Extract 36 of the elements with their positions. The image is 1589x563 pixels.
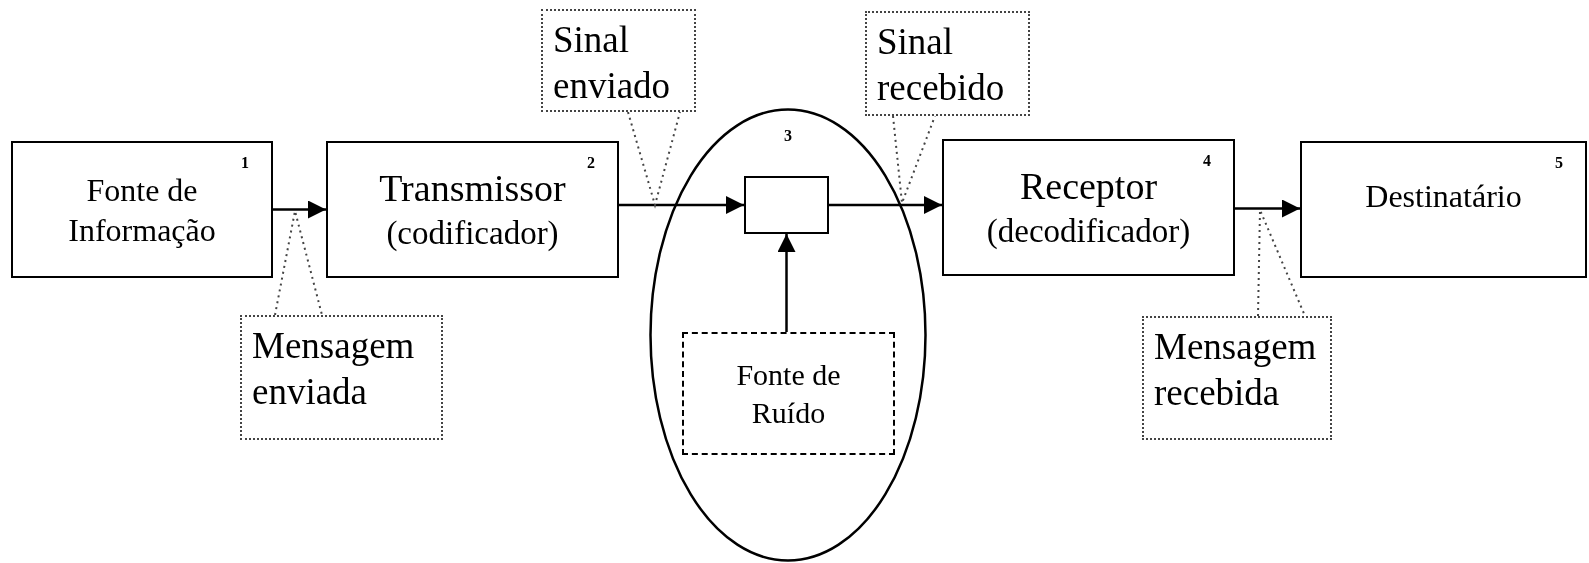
node-number: 3	[784, 128, 792, 144]
node-label: Sinal recebido	[877, 20, 1006, 111]
leader-line	[892, 115, 936, 204]
arrow	[273, 200, 326, 219]
arrow	[619, 196, 744, 214]
callout-box	[541, 9, 696, 112]
leader-line	[274, 210, 323, 316]
channel-ellipse	[649, 108, 927, 562]
callout-box	[865, 11, 1030, 116]
process-box	[326, 141, 619, 278]
leader-line	[1257, 209, 1306, 317]
arrow	[829, 196, 942, 214]
node-label: (codificador)	[386, 213, 559, 253]
box-shape	[744, 176, 829, 234]
noise-source-box	[682, 332, 895, 455]
node-label: Fonte de Ruído	[735, 357, 842, 431]
node-number: 1	[241, 155, 249, 171]
node-label: Transmissor	[379, 166, 566, 212]
callout-box	[1142, 316, 1332, 440]
node-label: Receptor	[1019, 164, 1158, 210]
process-box	[1300, 141, 1587, 278]
node-label: Fonte de Informação	[67, 170, 217, 250]
node-label: Sinal enviado	[553, 18, 672, 109]
node-label: Mensagem recebida	[1154, 325, 1318, 416]
callout-box	[240, 315, 443, 440]
node-label: Destinatário	[1365, 176, 1522, 216]
arrow	[1235, 199, 1300, 218]
process-box	[942, 139, 1235, 276]
node-number: 4	[1203, 153, 1211, 169]
leader-line	[627, 111, 681, 209]
process-box	[11, 141, 273, 278]
node-number: 5	[1555, 155, 1563, 171]
arrow	[777, 234, 796, 332]
node-label: (decodificador)	[986, 211, 1191, 251]
node-number: 2	[587, 155, 595, 171]
node-label: Mensagem enviada	[252, 324, 416, 415]
